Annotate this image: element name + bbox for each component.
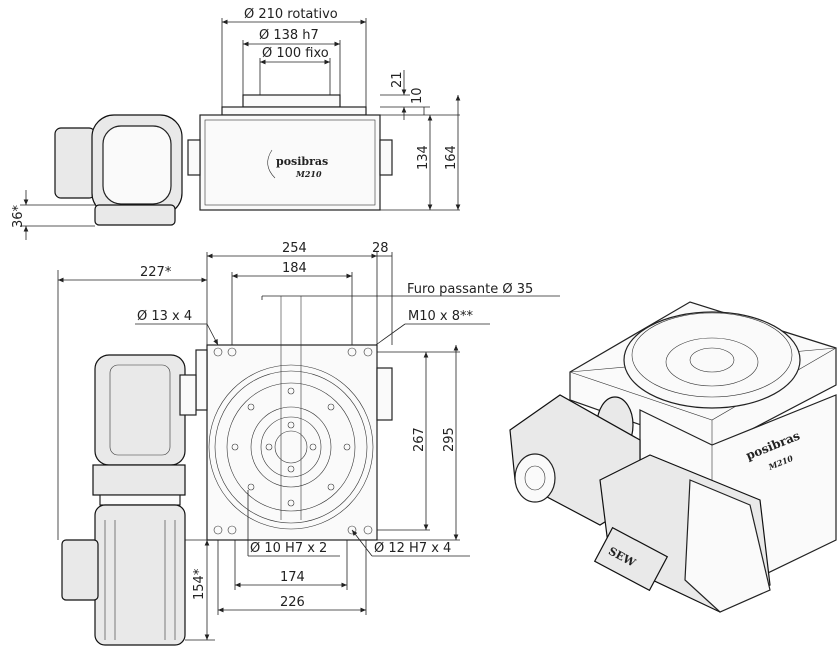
- dim-furo: Furo passante Ø 35: [407, 282, 533, 297]
- dim-174: 174: [280, 570, 305, 585]
- terminal-box: [61, 539, 99, 601]
- dim-227: 227*: [140, 265, 172, 280]
- dim-184: 184: [282, 261, 307, 276]
- dim-134: 134: [416, 145, 431, 170]
- front-view: 254 28 227* 184 Furo passante Ø 35 Ø 13 …: [57, 241, 560, 646]
- dim-d12: Ø 12 H7 x 4: [374, 541, 451, 556]
- motor-endcap: [54, 127, 96, 199]
- dim-h7: Ø 138 h7: [259, 28, 319, 43]
- dim-d10: Ø 10 H7 x 2: [250, 541, 327, 556]
- motor-body: [94, 504, 186, 646]
- dim-36: 36*: [11, 204, 26, 228]
- dim-rotativo: Ø 210 rotativo: [244, 7, 338, 22]
- dim-226: 226: [280, 595, 305, 610]
- fixed-hub: [242, 94, 341, 108]
- dim-267: 267: [412, 427, 427, 452]
- dim-295: 295: [442, 427, 457, 452]
- dim-28: 28: [372, 241, 389, 256]
- top-brand: posibras: [276, 155, 328, 168]
- dim-254: 254: [282, 241, 307, 256]
- center-bore: [274, 430, 308, 464]
- dim-m10: M10 x 8**: [408, 309, 473, 324]
- motor-adapter: [92, 464, 186, 496]
- mounting-holes: [213, 347, 373, 535]
- disk-bolt-circle: [231, 387, 351, 507]
- dim-154: 154*: [192, 568, 207, 600]
- dim-d13: Ø 13 x 4: [137, 309, 192, 324]
- gearbox-front: [94, 354, 186, 466]
- rotating-disk: [208, 364, 374, 530]
- rotating-plate: [221, 106, 367, 116]
- iso-rotary-disk: [623, 311, 801, 409]
- dim-21: 21: [390, 71, 405, 88]
- iso-view: posibras M210 SEW: [509, 301, 837, 613]
- dim-fixo: Ø 100 fixo: [262, 46, 329, 61]
- iso-terminal-box: [593, 526, 669, 592]
- top-model: M210: [295, 169, 322, 179]
- dim-164: 164: [444, 145, 459, 170]
- dim-10: 10: [410, 87, 425, 104]
- top-view: Ø 210 rotativo Ø 138 h7 Ø 100 fixo posib…: [11, 7, 461, 240]
